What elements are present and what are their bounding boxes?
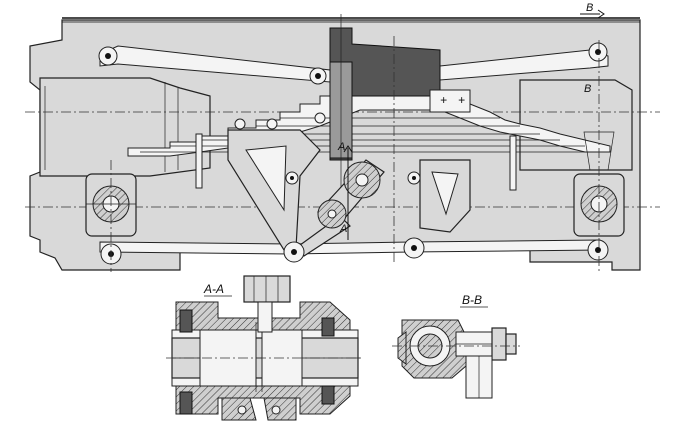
section-b-b: B-B bbox=[392, 293, 520, 399]
section-a-a-title: A-A bbox=[203, 282, 224, 296]
lower-tie-rod-right bbox=[409, 239, 601, 253]
section-mark-b-top: B bbox=[586, 2, 593, 14]
svg-text:+: + bbox=[458, 93, 465, 107]
section-mark-b-right: B bbox=[584, 83, 591, 95]
right-end-block bbox=[519, 79, 633, 171]
section-mark-a-lower: A bbox=[339, 223, 347, 235]
lower-tie-rod-left bbox=[99, 241, 291, 255]
section-mark-a-upper: A bbox=[337, 141, 345, 153]
bogie-assembly: + + bbox=[25, 2, 660, 272]
left-end-block bbox=[39, 77, 211, 177]
section-b-b-title: B-B bbox=[462, 293, 482, 307]
pivot-pins bbox=[98, 42, 609, 265]
section-a-a: A-A bbox=[166, 275, 364, 421]
svg-text:+: + bbox=[440, 93, 447, 107]
